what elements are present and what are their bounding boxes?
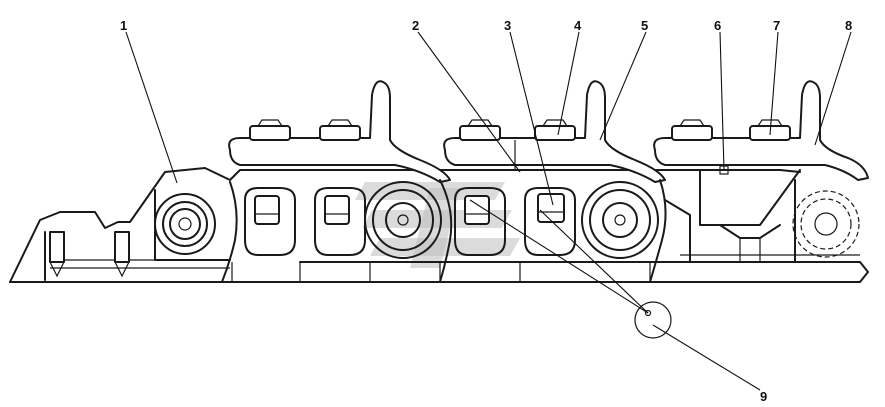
link-joints xyxy=(221,179,667,283)
link-window-2 xyxy=(314,187,366,256)
callout-3: 3 xyxy=(504,18,511,33)
callout-7: 7 xyxy=(773,18,780,33)
right-end-link xyxy=(664,165,801,263)
pin-bushing-3 xyxy=(581,181,659,259)
callout-6: 6 xyxy=(714,18,721,33)
pin-bushing-2 xyxy=(364,181,442,259)
link-window-3 xyxy=(454,187,506,256)
callout-5: 5 xyxy=(641,18,648,33)
track-shoe-3 xyxy=(653,80,869,181)
link-window-4 xyxy=(524,187,576,256)
leader-lines xyxy=(125,31,852,391)
callout-4: 4 xyxy=(574,18,582,33)
sprocket-hidden xyxy=(792,190,860,258)
callout-1: 1 xyxy=(120,18,127,33)
track-shoe-1 xyxy=(228,80,451,183)
pin-bushing-1 xyxy=(154,193,216,255)
detail-circle xyxy=(634,301,672,339)
callout-9: 9 xyxy=(760,389,767,404)
track-shoe-2 xyxy=(443,80,666,183)
callout-8: 8 xyxy=(845,18,852,33)
left-end-link xyxy=(44,189,231,281)
link-window-1 xyxy=(244,187,296,256)
callout-2: 2 xyxy=(412,18,419,33)
